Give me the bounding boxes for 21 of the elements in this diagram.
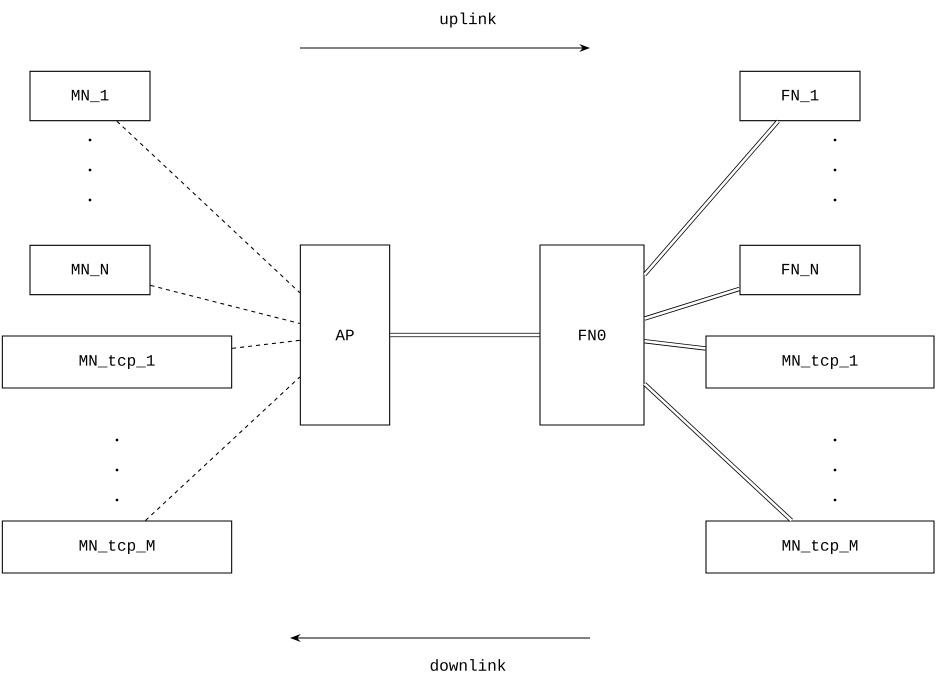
node-box: MN_tcp_1: [705, 335, 935, 389]
node-box: MN_tcp_M: [705, 520, 935, 574]
wireless-link: [150, 284, 300, 324]
node-box: MN_1: [29, 70, 151, 122]
node-box: MN_tcp_M: [2, 520, 232, 574]
node-box: FN_1: [739, 70, 861, 122]
direction-label: uplink: [440, 12, 496, 28]
node-box: FN0: [539, 244, 645, 426]
wireless-link: [145, 376, 300, 521]
wireless-link: [232, 340, 300, 349]
wired-link: [390, 332, 540, 338]
wired-link: [644, 286, 740, 321]
wireless-link: [116, 120, 300, 294]
wired-link: [644, 339, 706, 351]
node-box: AP: [300, 244, 390, 426]
node-box: MN_N: [29, 244, 151, 296]
node-box: MN_tcp_1: [2, 335, 232, 389]
direction-label: downlink: [430, 659, 506, 671]
wired-link: [642, 120, 780, 276]
wired-link: [643, 382, 793, 522]
node-box: FN_N: [739, 244, 861, 296]
